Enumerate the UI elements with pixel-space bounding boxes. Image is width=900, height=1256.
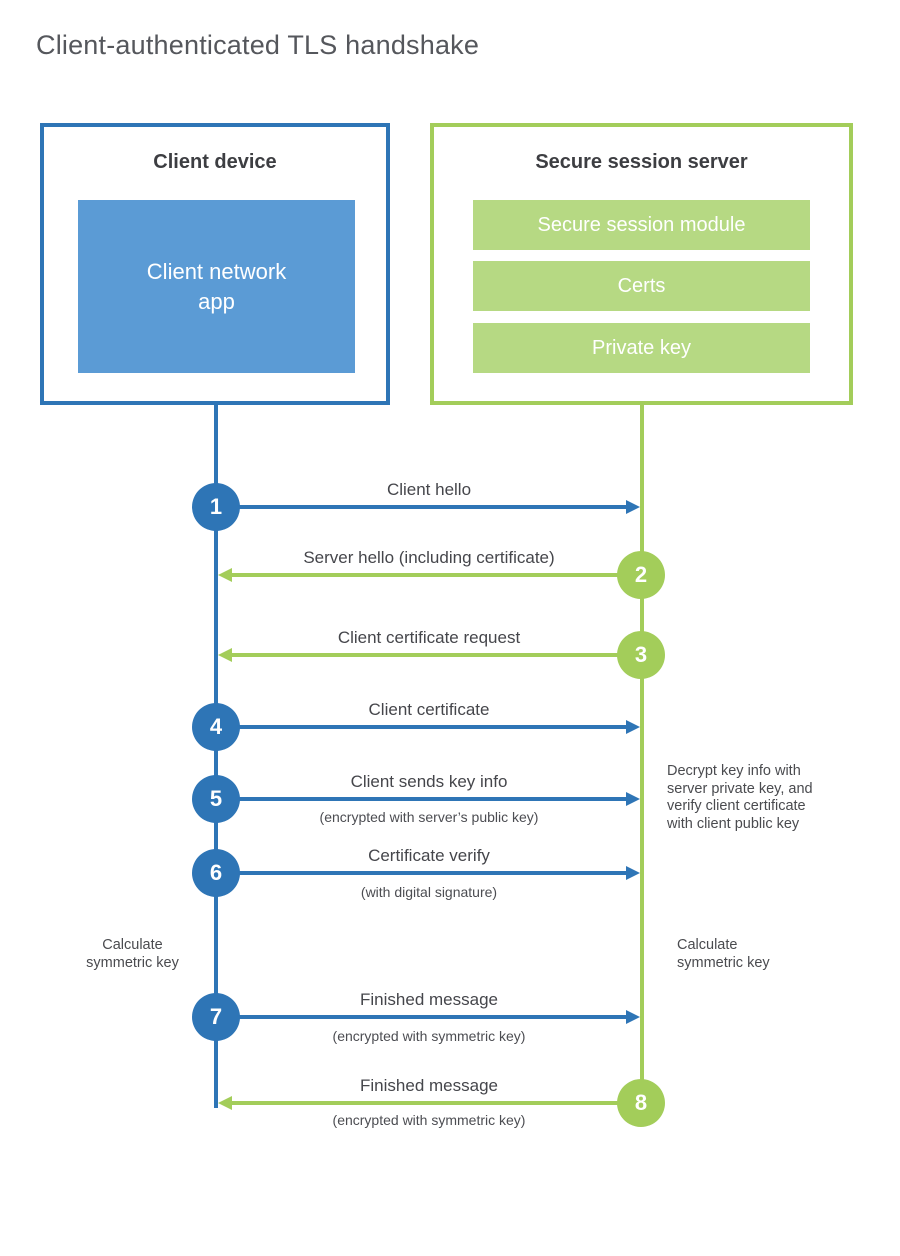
server-module-bar: Certs bbox=[473, 261, 810, 311]
message-sublabel: (encrypted with symmetric key) bbox=[332, 1112, 526, 1128]
arrow-right-icon bbox=[216, 792, 640, 806]
step-circle: 4 bbox=[192, 703, 240, 751]
client-lifeline bbox=[214, 405, 218, 1108]
arrow-left-icon bbox=[218, 648, 642, 662]
server-module-bar: Secure session module bbox=[473, 200, 810, 250]
arrow-right-icon bbox=[216, 720, 640, 734]
step-circle: 2 bbox=[617, 551, 665, 599]
client-network-app-box: Client network app bbox=[78, 200, 355, 373]
client-device-title: Client device bbox=[153, 151, 277, 173]
step-circle: 8 bbox=[617, 1079, 665, 1127]
message-label: Client certificate request bbox=[337, 628, 521, 647]
server-module-bar: Private key bbox=[473, 323, 810, 373]
arrow-right-icon bbox=[216, 1010, 640, 1024]
calculate-symmetric-key-note-server: Calculate symmetric key bbox=[677, 937, 770, 971]
step-circle: 5 bbox=[192, 775, 240, 823]
calculate-symmetric-key-note-client: Calculate symmetric key bbox=[86, 937, 179, 971]
page-title: Client-authenticated TLS handshake bbox=[36, 30, 480, 60]
arrow-left-icon bbox=[218, 568, 642, 582]
message-label: Certificate verify bbox=[368, 846, 490, 865]
secure-session-server-title: Secure session server bbox=[535, 151, 748, 173]
step-circle: 7 bbox=[192, 993, 240, 1041]
message-label: Finished message bbox=[360, 990, 498, 1009]
decrypt-note: Decrypt key info with server private key… bbox=[667, 763, 813, 832]
message-label: Client certificate bbox=[368, 700, 490, 719]
step-circle: 3 bbox=[617, 631, 665, 679]
step-circle: 6 bbox=[192, 849, 240, 897]
message-label: Client sends key info bbox=[350, 772, 508, 791]
message-label: Server hello (including certificate) bbox=[303, 548, 555, 567]
message-label: Finished message bbox=[360, 1076, 498, 1095]
message-sublabel: (with digital signature) bbox=[360, 884, 498, 900]
message-sublabel: (encrypted with server’s public key) bbox=[319, 809, 539, 825]
step-circle: 1 bbox=[192, 483, 240, 531]
arrow-left-icon bbox=[218, 1096, 642, 1110]
arrow-right-icon bbox=[216, 500, 640, 514]
arrow-right-icon bbox=[216, 866, 640, 880]
message-sublabel: (encrypted with symmetric key) bbox=[332, 1028, 526, 1044]
server-lifeline bbox=[640, 405, 644, 1103]
message-label: Client hello bbox=[386, 480, 472, 499]
